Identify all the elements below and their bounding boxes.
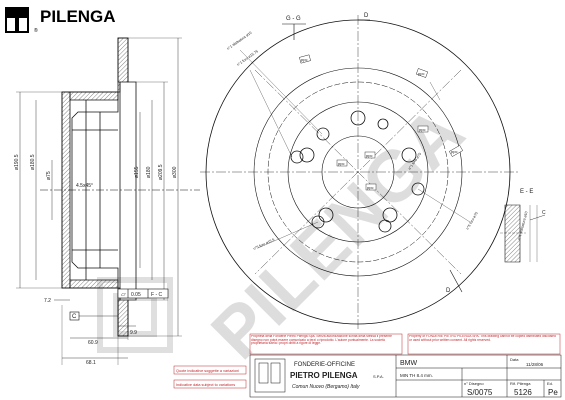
dim-7-2: 7.2 [44, 298, 51, 304]
note-sfalsatura-top: n°1 sfalsatura ø10 [226, 31, 252, 51]
ed-label: Ed. [547, 381, 553, 386]
title-block [249, 354, 562, 398]
section-gg: G - G [286, 16, 301, 22]
drawing-number: S/0075 [467, 388, 493, 397]
detail-ee [500, 204, 538, 263]
datum-c: C [69, 311, 118, 321]
box-tag: ppc [301, 57, 307, 62]
footer-line2: PIETRO PILENGA [290, 371, 358, 380]
edition: Pe [548, 388, 558, 397]
pilenga-logo: PILENGA ® [5, 7, 116, 34]
section-c-marker: C [529, 210, 546, 221]
footer-city: Comun Nuovo (Bergamo) Italy [292, 384, 360, 390]
dim-d155: ø155 [134, 166, 140, 178]
dim-chamfer: 4.5x45° [76, 183, 93, 189]
notice-italian-text: Proprietà della Fonderie Pietro Pilenga … [251, 335, 392, 346]
front-view [200, 15, 518, 330]
dim-d300: ø300 [172, 166, 178, 178]
notice-english-text: Property of FONDERIE PIETRO PILENGA SPA.… [409, 335, 556, 342]
title-block-text: FONDERIE-OFFICINE PIETRO PILENGA S.P.A. … [290, 357, 558, 397]
side-dimension-labels: ø190.5 ø180.5 ø75 ø155 ø180 ø209.5 ø300 … [14, 154, 178, 366]
dim-9-9: 9.9 [130, 330, 137, 336]
watermark-text: PILENGA [197, 92, 480, 375]
section-c: C [542, 210, 546, 216]
section-ee: E - E [520, 189, 533, 195]
min-thickness: MIN TH 8.4 mm. [400, 373, 433, 378]
note-sfalsatura-right: n°1 sfalsatura ø10 [517, 211, 528, 240]
note-foro-top: n°1 foro ø15.75 [236, 49, 259, 67]
dim-60-9: 60.9 [88, 340, 98, 346]
box-tag: ppc [419, 127, 425, 132]
dim-d75: ø75 [46, 171, 52, 180]
quote-italian: Quote indicative soggette a variazioni [176, 369, 239, 373]
svg-text:®: ® [34, 27, 38, 34]
brand-name: PILENGA [40, 7, 116, 26]
box-tag: ppc [338, 161, 344, 166]
svg-text:⏥: ⏥ [121, 292, 126, 298]
box-tag: ppc [367, 185, 373, 190]
gdt-frame: ⏥ 0.05 F - C [117, 288, 169, 299]
date: 11/28/06 [526, 362, 544, 367]
front-box-tags: ppc ppc ppc ppc ppc ppc ppc [299, 54, 463, 191]
footer-line1: FONDERIE-OFFICINE [294, 362, 355, 368]
disegno-label: n° Disegno [464, 381, 484, 386]
box-tag: ppc [451, 149, 457, 154]
box-tag: ppc [418, 71, 424, 76]
footer-sa: S.P.A. [373, 374, 384, 379]
gdt-ref: F - C [151, 292, 162, 298]
watermark: PILENGA [197, 92, 480, 375]
dim-d180-5: ø180.5 [30, 154, 36, 170]
rif-label: Rif. Pilenga [510, 381, 531, 386]
notice-italian [249, 333, 403, 355]
datum-c-label: C [72, 314, 77, 320]
data-label: Data [510, 357, 519, 362]
note-foro-right: n°5 foro ø75 [465, 211, 478, 230]
pilenga-ref: 5126 [514, 388, 532, 397]
vehicle: BMW [400, 360, 418, 367]
box-tag: ppc [366, 153, 372, 158]
notice-english [407, 333, 561, 355]
section-d-top: D [364, 13, 369, 19]
side-section-view [16, 37, 200, 365]
dim-68-1: 68.1 [86, 360, 96, 366]
dim-d190-5: ø190.5 [14, 154, 20, 170]
dim-d209-5: ø209.5 [158, 164, 164, 180]
section-d-bottom: D [446, 288, 451, 294]
gdt-value: 0.05 [131, 292, 141, 298]
quote-english: Indicative data subject to variations [176, 383, 235, 387]
dim-d180: ø180 [146, 166, 152, 178]
